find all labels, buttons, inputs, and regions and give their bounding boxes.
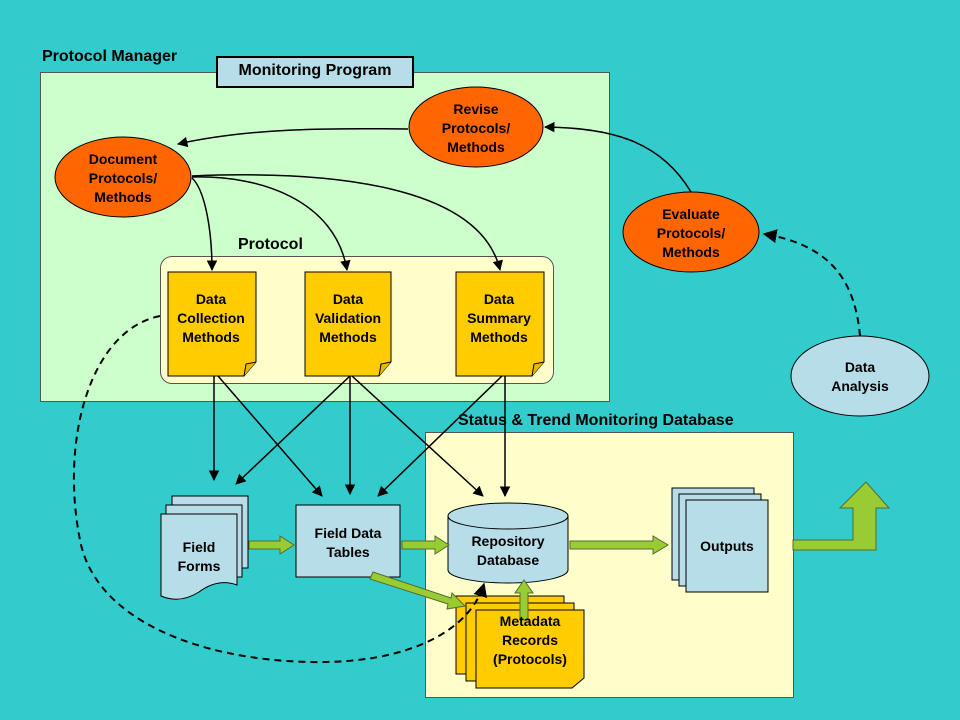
protocol-manager-title: Protocol Manager [42, 48, 178, 65]
outputs-label: Outputs [700, 538, 754, 554]
protocol-title: Protocol [238, 236, 303, 253]
monitoring-program-title: Monitoring Program [238, 62, 392, 79]
outputs-stack [671, 487, 769, 593]
document-ellipse [54, 136, 192, 218]
database-title: Status & Trend Monitoring Database [458, 412, 734, 429]
green-arrows [248, 481, 891, 621]
dashed-arrows [73, 229, 861, 664]
metadata-stack [455, 595, 585, 689]
monitoring-program-box [216, 56, 414, 88]
data-summary-doc [455, 271, 545, 377]
data-validation-doc [304, 271, 392, 377]
repository-cylinder [447, 502, 569, 584]
data-collection-doc [167, 271, 257, 377]
field-forms-stack [160, 495, 249, 600]
flow-arrows [176, 121, 692, 498]
revise-ellipse [408, 86, 544, 168]
field-data-tables-box [295, 504, 401, 578]
